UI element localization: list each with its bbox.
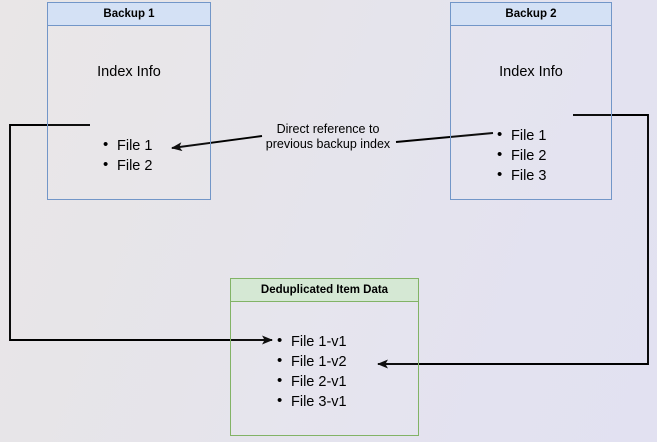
- node-backup2-body: Index Info File 1 File 2 File 3: [450, 26, 612, 200]
- list-item: File 1: [495, 125, 546, 146]
- node-backup1-body: Index Info File 1 File 2: [47, 26, 211, 200]
- edge-label-line2: previous backup index: [265, 137, 391, 151]
- node-backup1-section-label: Index Info: [97, 64, 161, 80]
- edge-label-direct-reference: Direct reference to previous backup inde…: [250, 122, 406, 152]
- list-item: File 3-v1: [275, 391, 347, 412]
- edge-label-line1: Direct reference to: [276, 122, 380, 136]
- list-item: File 2: [101, 155, 152, 176]
- node-backup2-header: Backup 2: [450, 2, 612, 26]
- list-item: File 3: [495, 165, 546, 186]
- node-dedup-header: Deduplicated Item Data: [230, 278, 419, 302]
- node-backup1-item-list: File 1 File 2: [101, 135, 152, 176]
- list-item: File 1: [101, 135, 152, 156]
- node-backup1-header: Backup 1: [47, 2, 211, 26]
- list-item: File 2-v1: [275, 371, 347, 392]
- node-dedup[interactable]: Deduplicated Item Data File 1-v1 File 1-…: [230, 278, 419, 436]
- node-backup1[interactable]: Backup 1 Index Info File 1 File 2: [47, 2, 211, 200]
- list-item: File 1-v2: [275, 351, 347, 372]
- node-dedup-item-list: File 1-v1 File 1-v2 File 2-v1 File 3-v1: [275, 331, 347, 412]
- node-backup2-section-label: Index Info: [499, 64, 563, 80]
- list-item: File 2: [495, 145, 546, 166]
- node-backup2-item-list: File 1 File 2 File 3: [495, 125, 546, 186]
- node-dedup-body: File 1-v1 File 1-v2 File 2-v1 File 3-v1: [230, 302, 419, 436]
- list-item: File 1-v1: [275, 331, 347, 352]
- node-backup2[interactable]: Backup 2 Index Info File 1 File 2 File 3: [450, 2, 612, 200]
